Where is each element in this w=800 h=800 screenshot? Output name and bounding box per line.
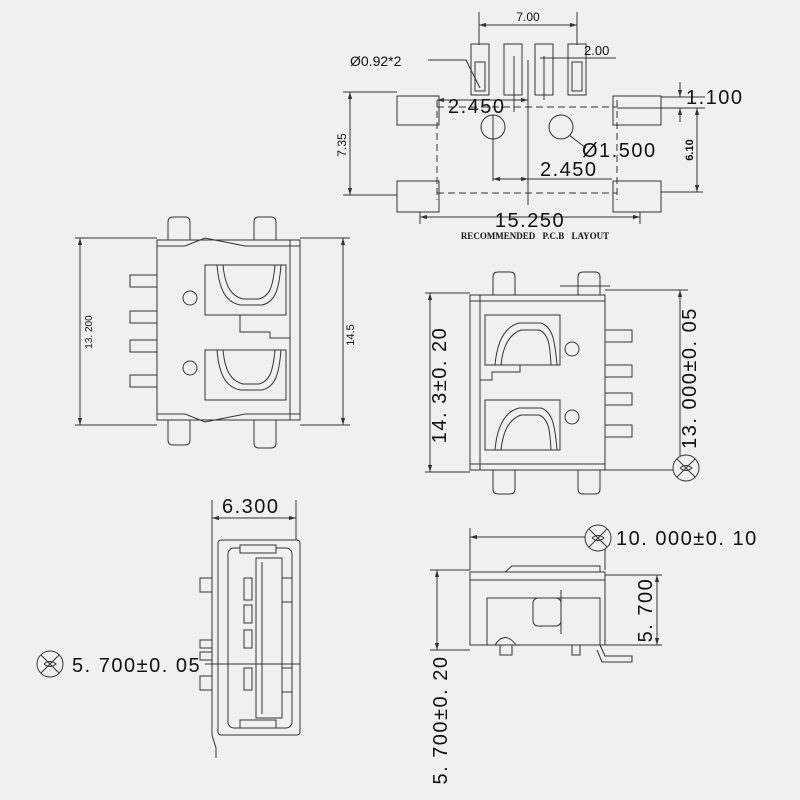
connector-bottom-view: 14. 3±0. 20 13. 000±0. 05: [425, 271, 701, 495]
contact: [243, 667, 253, 691]
boss-hole: [564, 409, 580, 425]
dim-depth: 10. 000±0. 10: [616, 528, 758, 550]
leader-line: [428, 59, 481, 89]
dim-pin-span: 7.00: [516, 10, 540, 24]
mounting-tab: [253, 420, 277, 449]
dim-total-height: 7.35: [335, 133, 349, 157]
pin: [129, 339, 158, 353]
contact-spring: [500, 414, 552, 451]
mounting-tab: [492, 468, 516, 495]
contact-spring: [494, 322, 558, 366]
dim-height-inner: 5. 700: [635, 578, 657, 643]
pin: [571, 645, 581, 656]
pin-slot: [503, 43, 523, 96]
pin-hole: [571, 61, 583, 92]
contact-spring-frame: [204, 264, 287, 316]
locating-hole: [548, 114, 574, 140]
boss-hole: [564, 341, 580, 357]
pin: [199, 639, 213, 649]
pcb-layout-title: RECOMMENDED P.C.B LAYOUT: [461, 231, 609, 241]
mounting-pad: [612, 95, 662, 126]
pcb-layout-view: 7.00 2.00 Ø0.92*2 7.35: [335, 10, 744, 241]
contact-spring: [216, 349, 282, 391]
contact-tongue: [255, 557, 283, 719]
pin: [129, 374, 158, 388]
mounting-tab: [253, 216, 277, 242]
shell-bar: [239, 719, 277, 729]
boss-hole: [182, 290, 198, 306]
contact-spring: [222, 349, 276, 385]
mounting-tab: [577, 271, 601, 297]
boss-hole: [182, 360, 198, 376]
dim-pad-height: 6.10: [684, 139, 696, 160]
pin: [604, 364, 633, 378]
mounting-tab: [167, 420, 191, 446]
connector-top-view: 13. 200 14.5: [75, 216, 357, 449]
dim-pin-pitch: 2.00: [584, 43, 609, 58]
cross-circle-icon: [36, 650, 64, 678]
pin: [499, 645, 513, 656]
mounting-tab: [167, 216, 191, 242]
pin-hole: [474, 61, 486, 92]
dim-hole-offset-bottom: 2.450: [540, 159, 598, 181]
connector-side-view: 10. 000±0. 10 5. 700 5. 700±0. 20: [430, 524, 758, 785]
dim-height-total: 5. 700±0. 20: [430, 655, 452, 784]
mounting-pad: [396, 95, 440, 126]
pin-slot: [567, 43, 587, 96]
pin: [199, 577, 213, 593]
dim-width: 6.300: [222, 496, 280, 518]
shell-bar: [239, 544, 277, 554]
contact-spring-frame: [484, 314, 561, 366]
contact-spring-frame: [204, 349, 287, 401]
mounting-tab: [577, 468, 601, 495]
connector-body: [469, 294, 606, 471]
shell-leg: [596, 644, 633, 663]
dim-hole-offset-top: 2.450: [448, 96, 506, 118]
pin: [199, 651, 213, 661]
contact: [243, 629, 253, 649]
contact-spring: [494, 407, 558, 451]
contact-pad: [281, 577, 293, 603]
connector-front-view: 6.300 5. 700±0. 05: [36, 496, 301, 758]
contact-spring: [216, 264, 282, 306]
spring-clip: [157, 237, 300, 247]
contact-pad: [281, 667, 293, 693]
body-notch: [480, 365, 521, 381]
mounting-pad: [612, 180, 662, 213]
dim-hole-large: Ø1.500: [582, 140, 657, 162]
dim-width: 13. 000±0. 05: [679, 307, 701, 449]
mounting-tab: [492, 271, 516, 297]
pin: [604, 424, 633, 438]
dim-pad-offset: 1.100: [686, 87, 744, 109]
spring-clip: [157, 413, 300, 423]
dim-height: 5. 700±0. 05: [72, 655, 201, 677]
connector-body: [469, 571, 606, 646]
contact: [243, 577, 253, 601]
connector-body: [156, 239, 301, 421]
pin: [129, 274, 158, 288]
contact-spring-frame: [484, 399, 561, 451]
mounting-pad: [396, 180, 440, 213]
contact: [243, 604, 253, 624]
top-ridge: [504, 565, 601, 573]
cross-circle-icon: [584, 524, 612, 552]
contact-spring: [494, 637, 517, 646]
pin: [129, 310, 158, 324]
cross-circle-icon: [672, 454, 700, 482]
contact-spring: [222, 264, 276, 300]
pin: [604, 392, 633, 406]
dim-hole-small: Ø0.92*2: [350, 53, 402, 69]
dim-width-outer: 14.5: [345, 324, 357, 345]
leader-line: [568, 134, 587, 149]
dim-width-inner: 13. 200: [84, 315, 95, 349]
body-notch: [239, 315, 290, 339]
contact-spring: [500, 329, 552, 366]
dim-total-width: 15.250: [495, 210, 565, 232]
pin: [199, 675, 213, 691]
pin: [604, 329, 633, 343]
dim-length: 14. 3±0. 20: [429, 327, 451, 443]
